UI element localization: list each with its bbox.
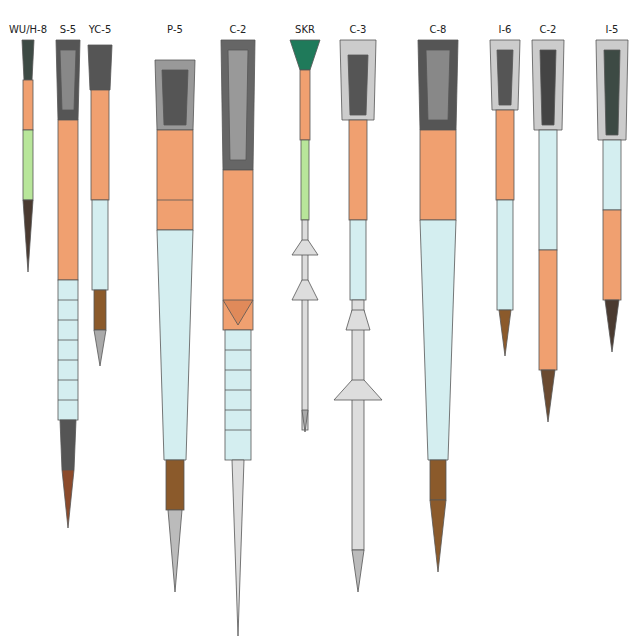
missile-label: C-2 bbox=[229, 24, 248, 36]
missile-1 bbox=[22, 40, 34, 272]
missile-label: S-5 bbox=[59, 24, 77, 36]
missile-6 bbox=[290, 40, 320, 432]
missile-8 bbox=[418, 40, 458, 572]
missile-label: SKR bbox=[294, 24, 316, 36]
missile-label: YC-5 bbox=[88, 24, 113, 36]
missile-2 bbox=[56, 40, 80, 528]
missile-5 bbox=[221, 40, 255, 636]
missile-label: I-5 bbox=[605, 24, 620, 36]
missile-9 bbox=[490, 40, 520, 356]
missile-11 bbox=[596, 40, 628, 352]
missile-3 bbox=[88, 45, 112, 366]
missile-label: I-6 bbox=[498, 24, 513, 36]
missile-label: C-2 bbox=[539, 24, 558, 36]
missile-label: C-8 bbox=[429, 24, 448, 36]
missile-label: C-3 bbox=[349, 24, 368, 36]
missile-7 bbox=[334, 40, 382, 592]
missile-10 bbox=[532, 40, 564, 422]
missile-label: WU/H-8 bbox=[8, 24, 48, 36]
missile-4 bbox=[155, 60, 195, 592]
missile-label: P-5 bbox=[166, 24, 184, 36]
